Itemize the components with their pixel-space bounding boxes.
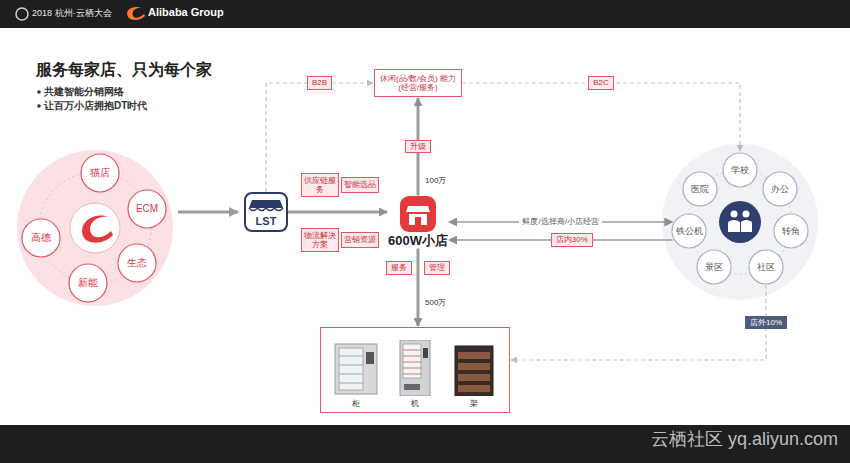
bullet-dot xyxy=(37,104,41,108)
device-illustration xyxy=(451,340,497,396)
service-tag: 管理 xyxy=(424,261,450,274)
node-text: 营销资源 xyxy=(344,235,376,244)
slide-title: 服务每家店、只为每个家 xyxy=(36,60,212,79)
connector-label: 鲜度/选择商/小店经营 xyxy=(519,217,601,226)
scene-circle: 转角 xyxy=(773,213,809,249)
alibaba-logo xyxy=(82,216,113,243)
person-body xyxy=(741,220,752,232)
person-head xyxy=(731,211,738,218)
lst-platform-box: LST xyxy=(244,192,288,232)
service-box: 营销资源 xyxy=(341,232,379,247)
alibaba-center xyxy=(70,203,120,253)
node-text: 办公 xyxy=(771,184,789,194)
consumer-cluster-ground xyxy=(662,144,818,300)
bullet-text: 让百万小店拥抱DT时代 xyxy=(44,100,147,112)
node-text: 物流解决方案 xyxy=(304,231,336,249)
people-center xyxy=(719,201,761,243)
node-text: ECM xyxy=(136,203,158,215)
service-tag: 服务 xyxy=(386,261,412,274)
node-text: 社区 xyxy=(757,262,775,272)
device-item: 架 xyxy=(451,340,497,408)
service-box: 智能选品 xyxy=(341,177,379,192)
connector-label: 店内30% xyxy=(551,233,593,246)
node-text: 生态 xyxy=(127,257,147,269)
device-caption: 机 xyxy=(411,399,419,408)
connector xyxy=(462,83,740,151)
person-body xyxy=(728,220,740,232)
node-text: 学校 xyxy=(731,165,749,175)
partner-circle: 生态 xyxy=(117,243,157,283)
node-text: 智能选品 xyxy=(344,180,376,189)
node-text: 高德 xyxy=(31,232,51,244)
conference-logo xyxy=(16,8,28,20)
node-text: 新能 xyxy=(78,277,98,289)
count-label: 500万 xyxy=(425,298,446,308)
flow-arrow xyxy=(178,211,238,214)
person-head xyxy=(743,211,750,218)
service-box: 供应链服务 xyxy=(301,173,339,197)
node-text: 转角 xyxy=(782,226,800,236)
device-caption: 柜 xyxy=(352,399,360,408)
bottom-bar xyxy=(0,425,850,463)
node-text: 服务 xyxy=(391,263,407,272)
device-box: 柜机架 xyxy=(320,327,510,413)
node-text: 600W小店 xyxy=(388,234,448,249)
company-name: Alibaba Group xyxy=(148,6,224,19)
device-item: 机 xyxy=(392,340,438,408)
node-text: 供应链服务 xyxy=(304,176,336,194)
store-icon xyxy=(400,196,436,232)
service-box: 物流解决方案 xyxy=(301,228,339,252)
connector-label: 升级 xyxy=(405,140,431,153)
scene-circle: 办公 xyxy=(762,171,798,207)
connector xyxy=(511,285,766,360)
shop-awning-icon xyxy=(246,196,286,216)
count-label: 100万 xyxy=(425,176,446,186)
top-bar xyxy=(0,0,850,28)
connector-label: B2B xyxy=(307,76,332,89)
partner-circle: 高德 xyxy=(21,218,61,258)
scene-circle: 景区 xyxy=(696,249,732,285)
node-text: 医院 xyxy=(691,184,709,194)
scene-circle: 学校 xyxy=(722,152,758,188)
node-text: LST xyxy=(256,215,277,228)
node-text: 休闲(品/数/会员) 能力(经营/服务) xyxy=(379,74,457,92)
device-illustration xyxy=(392,340,438,396)
scene-circle: 社区 xyxy=(748,249,784,285)
node-text: 管理 xyxy=(429,263,445,272)
upgrade-box: 休闲(品/数/会员) 能力(经营/服务) xyxy=(374,69,462,97)
scene-circle: 铁公机 xyxy=(671,213,707,249)
watermark: 云栖社区 yq.aliyun.com xyxy=(651,429,838,451)
bullet-text: 共建智能分销网络 xyxy=(44,86,124,98)
device-item: 柜 xyxy=(333,340,379,408)
node-text: 铁公机 xyxy=(676,226,703,236)
connector-label: 店外10% xyxy=(745,316,787,329)
node-text: 景区 xyxy=(705,262,723,272)
connector xyxy=(417,248,420,326)
partner-circle: ECM xyxy=(127,189,167,229)
conference-name: 2018 杭州·云栖大会 xyxy=(32,8,112,19)
node-text: 猫店 xyxy=(90,167,110,179)
store-node: 600W小店 xyxy=(388,196,448,249)
alibaba-cluster-ground xyxy=(17,150,173,306)
connector-label: B2C xyxy=(588,76,614,89)
partner-circle: 新能 xyxy=(68,263,108,303)
scene-circle: 医院 xyxy=(682,171,718,207)
connector xyxy=(288,211,387,214)
alibaba-logo-mark xyxy=(127,7,145,20)
bullet-dot xyxy=(37,90,41,94)
device-illustration xyxy=(333,340,379,396)
partner-circle: 猫店 xyxy=(80,153,120,193)
device-caption: 架 xyxy=(470,399,478,408)
